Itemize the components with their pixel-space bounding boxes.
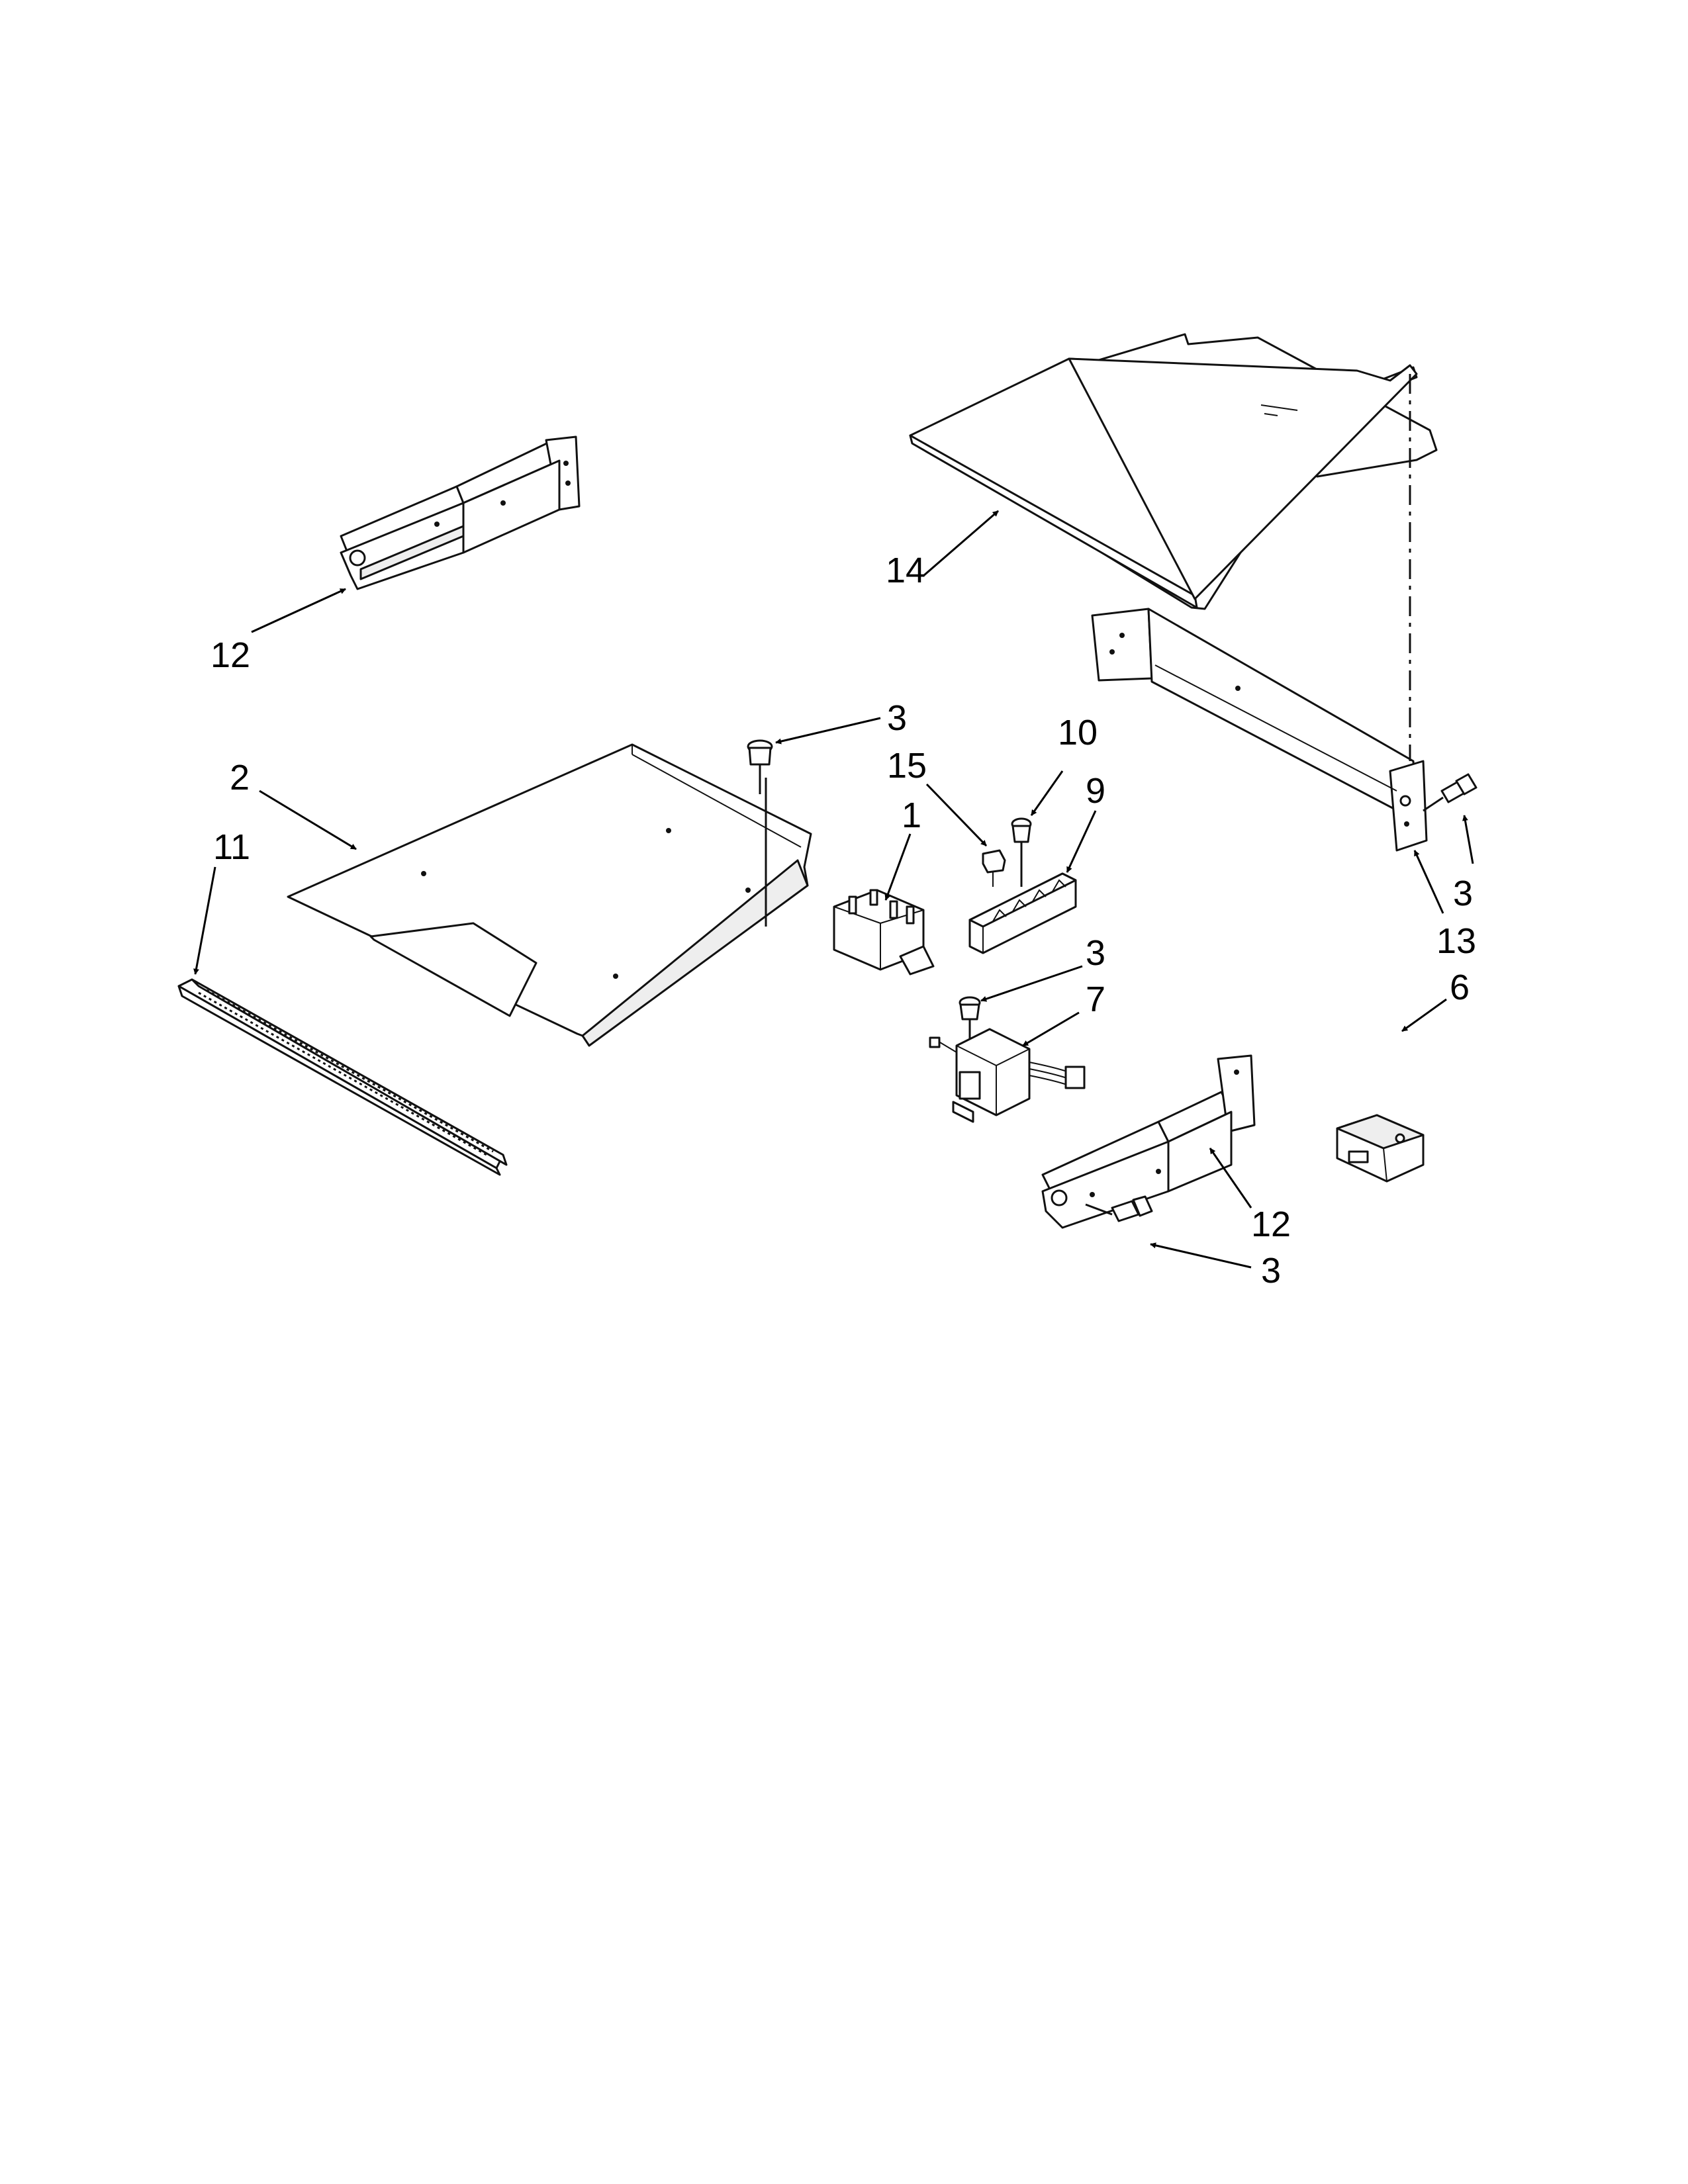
callout-2: 2 <box>230 758 250 797</box>
part-3-screw-middle <box>959 996 981 1046</box>
leader-10 <box>1030 770 1064 816</box>
callout-3-d: 3 <box>1261 1251 1281 1291</box>
callout-12-bottom: 12 <box>1251 1205 1291 1244</box>
callout-10: 10 <box>1058 713 1098 752</box>
leader-lines <box>193 510 1474 1269</box>
callout-14: 14 <box>886 551 925 590</box>
part-12-side-bracket-top <box>340 435 581 590</box>
leader-14 <box>923 510 999 577</box>
part-11-slotted-rail <box>177 978 508 1176</box>
leader-9 <box>1066 810 1097 873</box>
callout-13: 13 <box>1436 921 1476 961</box>
leader-3-d <box>1150 1242 1252 1269</box>
part-10-screw <box>1011 817 1032 887</box>
callout-3-b: 3 <box>1086 933 1105 973</box>
part-12-side-bracket-bottom <box>1041 1054 1256 1229</box>
callout-9: 9 <box>1086 771 1105 811</box>
callout-1: 1 <box>902 796 921 835</box>
callout-11: 11 <box>213 827 250 867</box>
leader-7 <box>1022 1011 1080 1047</box>
callout-3-c: 3 <box>1453 874 1473 913</box>
part-7-transformer <box>929 1028 1086 1123</box>
callout-7: 7 <box>1086 979 1105 1019</box>
leader-6 <box>1401 998 1447 1032</box>
part-15-nut <box>982 849 1006 887</box>
part-3-screw-top <box>747 739 773 794</box>
part-13-rear-bracket <box>1091 608 1428 852</box>
callout-3-a: 3 <box>887 698 907 738</box>
callout-15: 15 <box>887 746 927 786</box>
leader-3-b <box>980 965 1083 1002</box>
part-3-screw-right <box>1423 773 1477 812</box>
callout-labels: 12 14 3 2 11 15 10 1 9 3 7 13 3 6 12 3 <box>211 551 1476 1291</box>
leader-3-c <box>1462 815 1474 864</box>
leader-15 <box>925 783 988 847</box>
callout-12-top: 12 <box>211 635 250 675</box>
part-9-terminal-block <box>968 872 1077 954</box>
leader-12-top <box>251 588 346 633</box>
part-14-top-panel <box>909 333 1438 610</box>
leader-13 <box>1413 850 1444 914</box>
leader-1 <box>884 833 912 901</box>
part-1-relay <box>833 889 935 976</box>
leader-11 <box>193 866 216 975</box>
leader-3-a <box>775 717 881 745</box>
part-6-bracket-box <box>1336 1114 1425 1183</box>
callout-6: 6 <box>1450 968 1470 1007</box>
part-2-cover-panel <box>287 743 812 1047</box>
leader-2 <box>259 790 357 850</box>
part-3-screw-bottom <box>1085 1195 1153 1222</box>
leader-12-bottom <box>1209 1148 1252 1208</box>
